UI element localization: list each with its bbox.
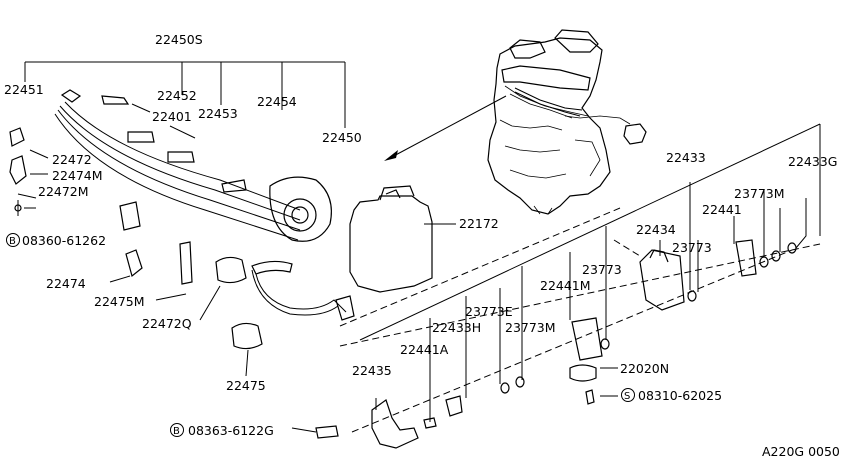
label-22401: 22401 — [152, 109, 192, 124]
label-23773-lower: 23773 — [582, 262, 622, 277]
label-23773-upper: 23773 — [672, 240, 712, 255]
label-22450: 22450 — [322, 130, 362, 145]
label-22433G: 22433G — [788, 154, 837, 169]
leader-lines — [17, 103, 821, 433]
label-08310-62025: 08310-62025 — [638, 388, 722, 403]
label-22453: 22453 — [198, 106, 238, 121]
label-22450S: 22450S — [155, 32, 203, 47]
right-side-parts — [315, 239, 797, 449]
label-08363-6122G: 08363-6122G — [188, 423, 274, 438]
label-22472Q: 22472Q — [142, 316, 192, 331]
label-22441M: 22441M — [540, 278, 591, 293]
label-22433H: 22433H — [432, 320, 481, 335]
label-22472M: 22472M — [38, 184, 89, 199]
label-22172: 22172 — [459, 216, 499, 231]
label-08360-61262: 08360-61262 — [22, 233, 106, 248]
label-22454: 22454 — [257, 94, 297, 109]
label-22474M: 22474M — [52, 168, 103, 183]
bolt-08363-label: B 08363-6122G — [170, 423, 274, 438]
label-22433: 22433 — [666, 150, 706, 165]
label-22451: 22451 — [4, 82, 44, 97]
label-22475: 22475 — [226, 378, 266, 393]
label-22472: 22472 — [52, 152, 92, 167]
high-tension-cable-set — [24, 61, 355, 321]
engine-illustration — [384, 29, 647, 215]
circle-marker-b1: B — [9, 236, 16, 247]
label-22441: 22441 — [702, 202, 742, 217]
bolt-08360-label: B 08360-61262 — [6, 233, 106, 248]
label-22020N: 22020N — [620, 361, 669, 376]
part-labels: 22450S 22451 22452 22401 22453 22454 224… — [4, 32, 840, 459]
label-22475M: 22475M — [94, 294, 145, 309]
label-23773M-lower: 23773M — [505, 320, 556, 335]
label-22474: 22474 — [46, 276, 86, 291]
resistor-part — [349, 185, 433, 293]
label-22452: 22452 — [157, 88, 197, 103]
label-23773E: 23773E — [465, 304, 513, 319]
clip-parts-left — [9, 127, 263, 350]
label-22435: 22435 — [352, 363, 392, 378]
screw-08310-label: S 08310-62025 — [621, 388, 722, 403]
circle-marker-s: S — [624, 391, 630, 402]
diagram-code: A220G 0050 — [762, 444, 840, 459]
label-23773M-upper: 23773M — [734, 186, 785, 201]
circle-marker-b2: B — [173, 426, 180, 437]
label-22434: 22434 — [636, 222, 676, 237]
label-22441A: 22441A — [400, 342, 449, 357]
dashed-guide-lines — [339, 207, 821, 433]
